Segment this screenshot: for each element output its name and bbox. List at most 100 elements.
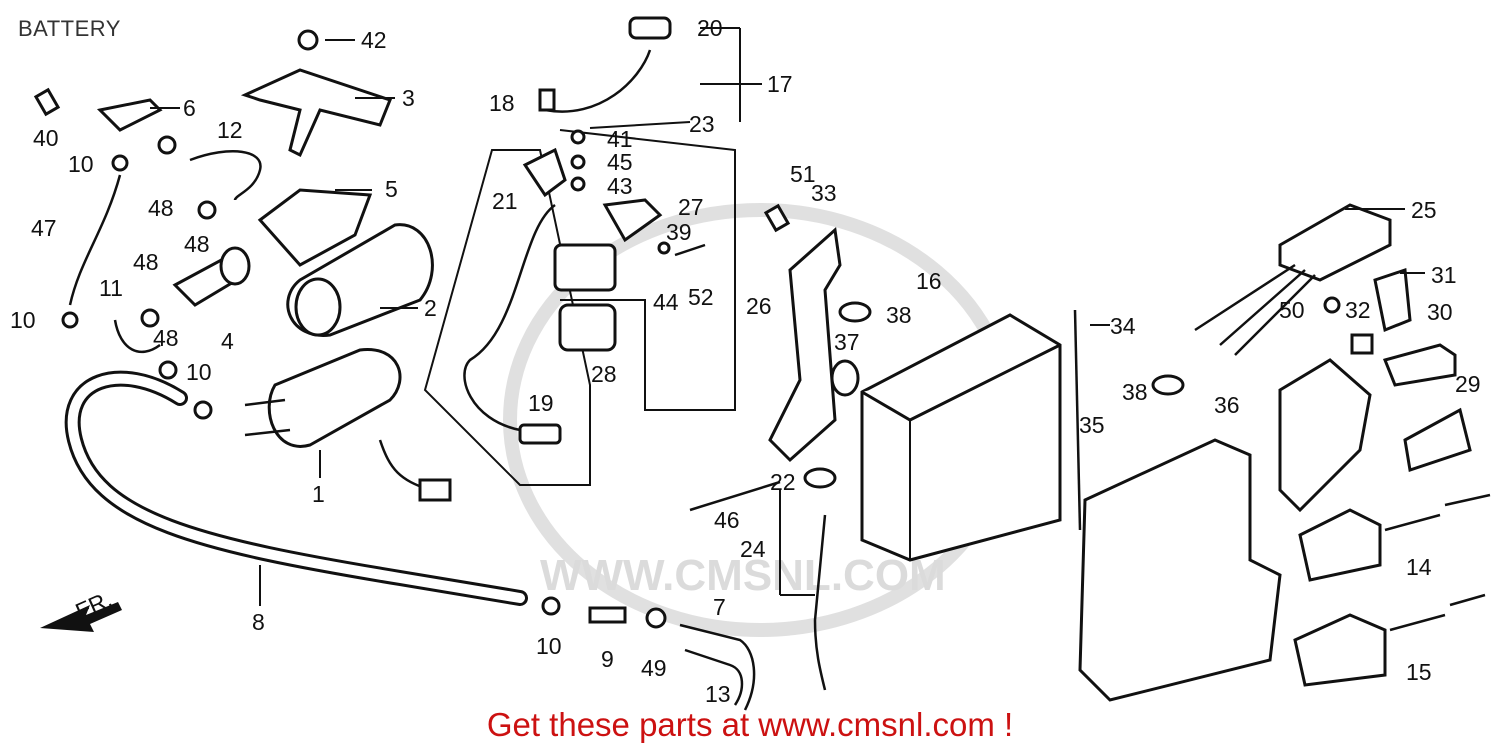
cable-17 (544, 49, 652, 113)
unit-15 (1293, 613, 1387, 687)
callout-14: 14 (1406, 554, 1432, 580)
wire-52 (674, 243, 706, 257)
nut-43 (570, 176, 586, 192)
battery-16 (860, 313, 1062, 562)
callout-44: 44 (653, 289, 679, 315)
wire-15 (1389, 593, 1486, 632)
part-32 (1350, 333, 1374, 355)
nut-42 (297, 29, 319, 51)
group-outline-18 (423, 149, 591, 486)
cap-38b (1151, 374, 1185, 396)
fuse-holder-27 (602, 198, 663, 243)
hose-47 (68, 174, 122, 306)
clamp-49 (645, 607, 667, 629)
callout-23: 23 (689, 111, 715, 137)
callout-32: 32 (1345, 297, 1371, 323)
callout-10a: 10 (68, 151, 94, 177)
callout-46: 46 (714, 507, 740, 533)
callout-41: 41 (607, 126, 633, 152)
group-outline-26 (559, 129, 736, 411)
clamp-10c (193, 400, 213, 420)
callout-20: 20 (697, 15, 723, 41)
callout-12: 12 (217, 117, 243, 143)
callout-36: 36 (1214, 392, 1240, 418)
callout-34: 34 (1110, 313, 1136, 339)
callout-7: 7 (713, 594, 726, 620)
washer-41 (570, 129, 586, 145)
callout-49: 49 (641, 655, 667, 681)
direction-arrow: FR. (40, 586, 122, 632)
callout-1: 1 (312, 481, 325, 507)
callout-24: 24 (740, 536, 766, 562)
callout-2: 2 (424, 295, 437, 321)
relay-30 (1382, 343, 1457, 387)
callout-labels: 1 2 3 4 5 6 7 8 9 10 10 10 10 11 12 13 1… (10, 15, 1481, 707)
callout-51: 51 (790, 161, 816, 187)
callout-6: 6 (183, 95, 196, 121)
callout-9: 9 (601, 646, 614, 672)
cushion-37 (830, 359, 860, 397)
cap-20 (628, 16, 672, 40)
callout-26: 26 (746, 293, 772, 319)
callout-42: 42 (361, 27, 387, 53)
terminal-19 (518, 423, 562, 445)
callout-30: 30 (1427, 299, 1453, 325)
bolt-39 (657, 241, 671, 255)
battery-case-35 (1078, 438, 1282, 702)
wire-14 (1384, 493, 1491, 532)
callout-21: 21 (492, 188, 518, 214)
callout-35: 35 (1079, 412, 1105, 438)
callout-19: 19 (528, 390, 554, 416)
footer-link[interactable]: Get these parts at www.cmsnl.com ! (486, 706, 1014, 743)
clip-48c (140, 308, 160, 328)
part-31 (1373, 267, 1412, 333)
joint-9 (588, 606, 627, 624)
clip-48a (157, 135, 177, 155)
bracket-6 (96, 98, 163, 132)
callout-3: 3 (402, 85, 415, 111)
hose-11 (113, 319, 161, 354)
callout-10c: 10 (186, 359, 212, 385)
callout-38b: 38 (1122, 379, 1148, 405)
unit-14 (1298, 508, 1382, 582)
bracket-33 (768, 227, 842, 463)
callout-45: 45 (607, 149, 633, 175)
tube-13 (684, 648, 744, 706)
vent-tube-34 (1073, 309, 1082, 531)
cover-21 (522, 147, 567, 198)
cable-24 (813, 514, 827, 691)
bolt-50 (1323, 296, 1341, 314)
callout-48a: 48 (148, 195, 174, 221)
callout-38a: 38 (886, 302, 912, 328)
callout-47: 47 (31, 215, 57, 241)
watermark-text: WWW.CMSNL.COM (540, 551, 946, 600)
leader-lines (150, 27, 1425, 606)
bolt-40 (33, 87, 61, 117)
cap-38a (838, 301, 872, 323)
starter-relay-28 (553, 243, 617, 352)
callout-29: 29 (1455, 371, 1481, 397)
regulator-wires (1194, 263, 1316, 356)
callout-16: 16 (916, 268, 942, 294)
callout-48c: 48 (133, 249, 159, 275)
callout-52: 52 (688, 284, 714, 310)
fuel-pump-1 (244, 348, 452, 502)
callout-50: 50 (1279, 297, 1305, 323)
callout-4: 4 (221, 328, 234, 354)
callout-15: 15 (1406, 659, 1432, 685)
fuel-filter-4 (172, 246, 251, 307)
callout-17: 17 (767, 71, 793, 97)
fuel-hose-8 (64, 370, 528, 606)
bolt-51 (763, 203, 791, 233)
callout-8: 8 (252, 609, 265, 635)
relay-29 (1403, 407, 1472, 472)
clip-48d (158, 360, 178, 380)
bracket-36 (1278, 358, 1372, 513)
diagram-title: BATTERY (18, 16, 121, 41)
callout-43: 43 (607, 173, 633, 199)
regulator-25 (1278, 203, 1392, 282)
callout-48b: 48 (184, 231, 210, 257)
callout-10d: 10 (536, 633, 562, 659)
cap-22 (803, 467, 837, 489)
